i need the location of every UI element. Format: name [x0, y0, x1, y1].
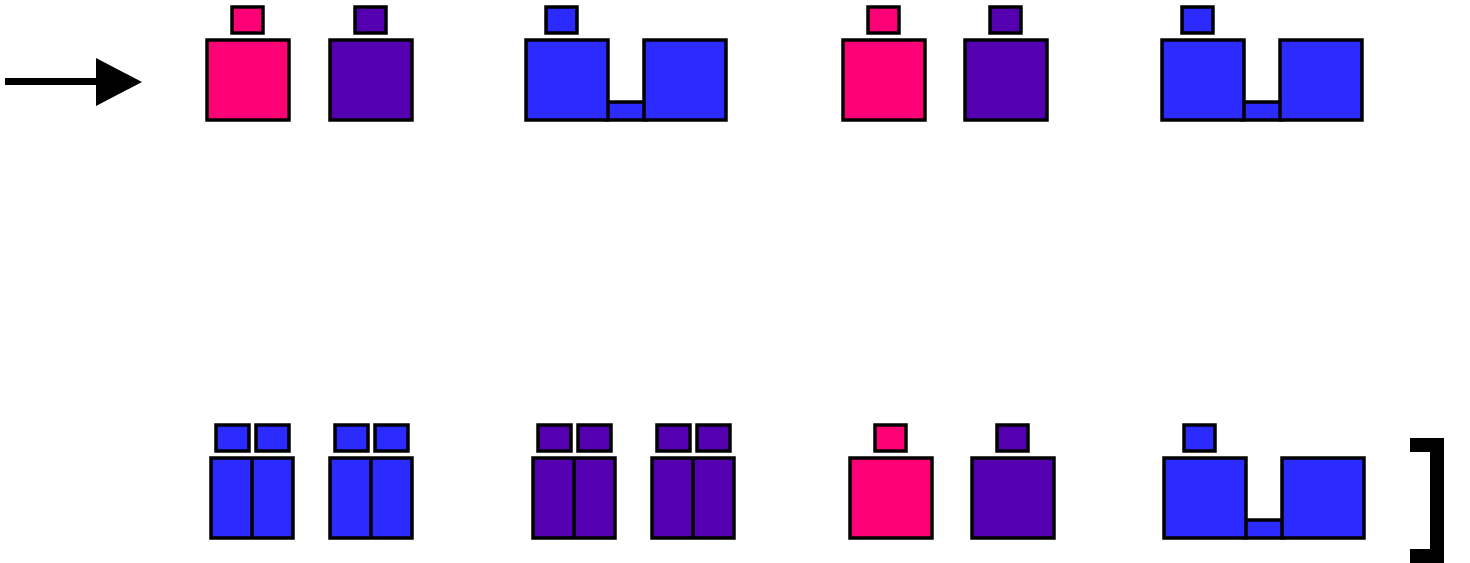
split-group-purple — [652, 425, 734, 538]
cap-block — [232, 7, 263, 33]
left-cap-block — [335, 425, 368, 451]
right-cap-block — [697, 425, 730, 451]
body-block — [330, 40, 412, 120]
body-block — [207, 40, 289, 120]
cap-block — [355, 7, 386, 33]
pair-group-pink — [843, 7, 925, 120]
bracket-bottom — [1410, 549, 1444, 563]
right-cap-block — [256, 425, 289, 451]
pair-group-purple — [965, 7, 1047, 120]
right-body-block — [1280, 40, 1362, 120]
body-block — [972, 458, 1054, 538]
body-block — [850, 458, 932, 538]
right-cap-block — [375, 425, 408, 451]
arrow-head — [96, 58, 142, 106]
bridge-group-blue — [1162, 7, 1362, 120]
bridge-connector — [1244, 520, 1284, 538]
bracket-spine — [1430, 438, 1444, 563]
split-group-blue — [211, 425, 293, 538]
left-body-block — [526, 40, 608, 120]
body-block — [843, 40, 925, 120]
left-cap-block — [216, 425, 249, 451]
pair-group-pink — [207, 7, 289, 120]
top-row — [207, 7, 1362, 120]
pair-group-purple — [972, 425, 1054, 538]
cap-block — [1184, 425, 1215, 451]
left-body-block — [1164, 458, 1246, 538]
split-group-blue — [330, 425, 412, 538]
left-cap-block — [538, 425, 571, 451]
pair-group-purple — [330, 7, 412, 120]
cap-block — [1182, 7, 1213, 33]
left-body-block — [1162, 40, 1244, 120]
cap-block — [546, 7, 577, 33]
bridge-connector — [606, 102, 646, 120]
arrow-shaft — [5, 78, 100, 85]
right-arrow-icon — [5, 58, 142, 106]
cap-block — [990, 7, 1021, 33]
split-group-purple — [533, 425, 615, 538]
body-block — [965, 40, 1047, 120]
closing-bracket-icon — [1410, 438, 1444, 563]
bridge-group-blue — [526, 7, 726, 120]
bottom-row — [211, 425, 1364, 538]
right-cap-block — [578, 425, 611, 451]
left-cap-block — [657, 425, 690, 451]
cap-block — [868, 7, 899, 33]
pair-group-pink — [850, 425, 932, 538]
bridge-connector — [1242, 102, 1282, 120]
cap-block — [875, 425, 906, 451]
bridge-group-blue — [1164, 425, 1364, 538]
cap-block — [997, 425, 1028, 451]
right-body-block — [644, 40, 726, 120]
right-body-block — [1282, 458, 1364, 538]
